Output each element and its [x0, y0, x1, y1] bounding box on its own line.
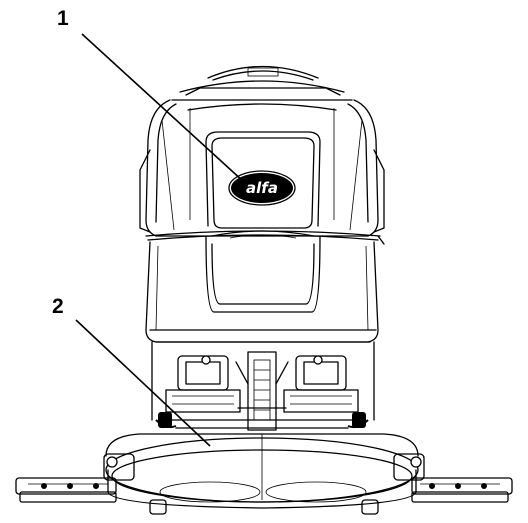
leader-line-2: [75, 319, 211, 447]
squeegee-left: [15, 453, 167, 515]
squeegee-right: [361, 453, 513, 515]
logo-text: alfa: [246, 179, 278, 197]
top-cap: [171, 65, 353, 101]
callout-number-1: 1: [57, 7, 69, 30]
brush-deck: [105, 433, 419, 509]
brand-logo: alfa: [228, 170, 296, 206]
lower-body: [145, 230, 379, 343]
body-joint: [145, 230, 385, 245]
logo-panel: [205, 131, 321, 229]
callout-number-2: 2: [52, 295, 64, 318]
leader-line-1: [81, 33, 245, 183]
upper-body: [139, 99, 385, 237]
undercarriage: [151, 341, 375, 431]
